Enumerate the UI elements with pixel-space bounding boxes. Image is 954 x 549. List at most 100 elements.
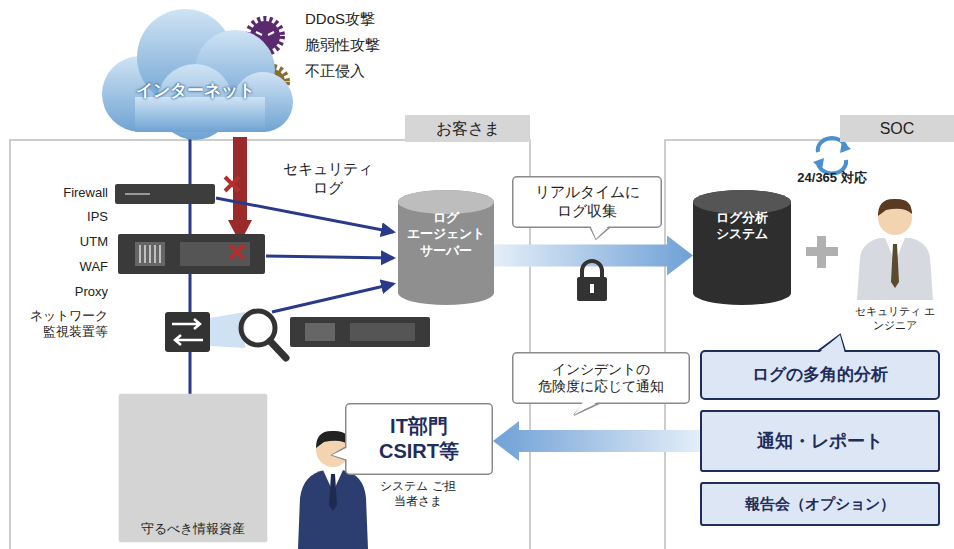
region-frames xyxy=(10,140,954,549)
flow-arrow xyxy=(493,421,700,461)
utm-device-part xyxy=(118,234,265,274)
lock-icon-part xyxy=(582,261,602,278)
box-outline xyxy=(346,404,493,475)
meeting-box: 報告会（オプション） xyxy=(700,482,940,526)
utm-device-part xyxy=(140,245,160,263)
it-dept-bubble: IT部門 CSIRT等 xyxy=(345,403,493,475)
person-figure-part xyxy=(298,470,368,549)
text-label: 不正侵入 xyxy=(305,62,435,81)
text-label: WAF xyxy=(15,259,108,275)
magnifier-icon-part xyxy=(270,341,286,358)
engineer-figure xyxy=(857,199,933,300)
person-figure-part xyxy=(316,431,350,448)
firewall-device-part xyxy=(125,193,150,195)
log-agent-server: ログ エージェント サーバー xyxy=(398,190,494,305)
text-label: セキュリティ ログ xyxy=(276,160,380,198)
internet-cloud-outline xyxy=(95,2,295,137)
cylinder-body xyxy=(398,190,494,305)
analysis-box: ログの多角的分析 xyxy=(700,350,940,400)
monitor-device xyxy=(290,317,430,347)
text-label: Proxy xyxy=(15,284,108,300)
lock-icon-part xyxy=(590,284,594,293)
lock-icon xyxy=(577,261,607,301)
monitor-device-part xyxy=(350,323,415,341)
threat-monsters-part xyxy=(256,32,274,35)
engineer-figure-part xyxy=(891,244,899,288)
box-outline xyxy=(513,177,662,228)
box-outline xyxy=(513,353,690,404)
lock-icon-part xyxy=(577,277,607,301)
text-label: システム ご担当者さま xyxy=(376,479,460,509)
callout-tail-fill xyxy=(574,401,600,416)
text-label: ネットワーク 監視装置等 xyxy=(15,308,108,341)
switch-icon xyxy=(165,312,210,352)
box-outline xyxy=(701,483,939,525)
realtime-callout: リアルタイムに ログ収集 xyxy=(512,176,662,228)
person-figure-part xyxy=(329,474,337,511)
engineer-figure-part xyxy=(878,199,912,216)
text-label: 脆弱性攻撃 xyxy=(305,36,435,55)
region-frames-part xyxy=(10,140,530,549)
text-label: DDoS攻撃 xyxy=(305,10,435,29)
text-label: 24/365 対応 xyxy=(797,170,867,186)
cycle-icon-part xyxy=(813,158,824,170)
block-marks xyxy=(225,177,244,259)
region-heading: SOC xyxy=(840,115,954,142)
log-analysis-system: ログ分析 システム xyxy=(693,190,791,305)
node-text: リアルタイムに ログ収集 xyxy=(521,183,653,221)
cycle-icon-part xyxy=(840,141,851,153)
cloud-lobe xyxy=(135,97,265,132)
node-text: ログ エージェント サーバー xyxy=(404,210,488,259)
node-text: 報告会（オプション） xyxy=(706,495,934,514)
internet-cloud: インターネット xyxy=(95,2,295,137)
utm-device-part xyxy=(135,242,165,266)
info-asset-box: 守るべき情報資産 xyxy=(118,393,268,543)
engineer-figure-part xyxy=(857,238,933,300)
monitor-device-part xyxy=(305,323,335,341)
region-heading: お客さま xyxy=(405,115,530,142)
callout-tail-fill xyxy=(332,447,349,460)
log-analysis-system-outline xyxy=(693,190,791,305)
log-arrows xyxy=(216,198,393,312)
callout-tail-fill xyxy=(818,335,845,354)
incident-callout: インシデントの 危険度に応じて通知 xyxy=(512,352,690,404)
utm-device xyxy=(118,234,265,274)
block-marks-part xyxy=(225,177,239,191)
log-arrows-part xyxy=(216,198,393,232)
magnifier-icon xyxy=(241,311,286,358)
plus-sign-part xyxy=(817,236,826,268)
plus-sign xyxy=(806,236,838,268)
block-marks-part xyxy=(230,245,244,259)
text-label: セキュリティ エンジニア xyxy=(853,305,937,333)
box-outline xyxy=(701,411,939,471)
node-text: インシデントの 危険度に応じて通知 xyxy=(519,361,684,396)
node-text: 守るべき情報資産 xyxy=(123,521,263,537)
text-label: IPS xyxy=(15,209,108,225)
firewall-device-part xyxy=(115,184,215,204)
log-arrows-part xyxy=(266,256,393,258)
node-text: IT部門 CSIRT等 xyxy=(359,414,479,464)
node-text: 通知・レポート xyxy=(706,430,934,453)
box-outline xyxy=(701,351,939,399)
info-asset-box-outline xyxy=(118,393,268,543)
it-dept-bubble-outline xyxy=(345,403,493,475)
log-arrows-part xyxy=(272,284,393,312)
node-text: ログ分析 システム xyxy=(699,210,785,243)
cylinder-body xyxy=(693,190,791,305)
text-label: Firewall xyxy=(15,185,108,201)
node-text: ログの多角的分析 xyxy=(706,364,934,385)
cloud-shape xyxy=(102,9,293,140)
firewall-device xyxy=(115,184,215,204)
report-box: 通知・レポート xyxy=(700,410,940,472)
box-outline xyxy=(119,394,268,543)
utm-device-part xyxy=(180,242,250,266)
callout-tail-fill xyxy=(590,225,610,240)
flow-arrow xyxy=(494,236,693,276)
region-frames-part xyxy=(665,140,954,549)
switch-icon-part xyxy=(172,319,203,345)
switch-icon-part xyxy=(165,312,210,352)
monitor-device-part xyxy=(290,317,430,347)
cycle-icon xyxy=(813,138,851,173)
